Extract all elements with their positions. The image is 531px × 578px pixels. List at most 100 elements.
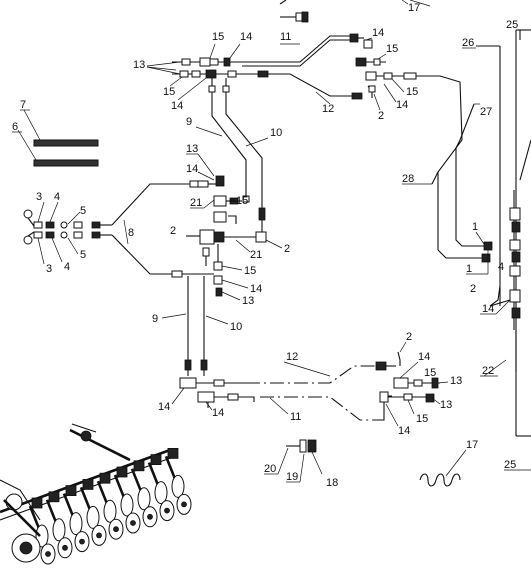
row-unit	[62, 485, 90, 553]
callout-17-top: 17	[408, 2, 420, 14]
row-unit-hopper	[65, 485, 77, 497]
callout-4-c: 4	[498, 261, 504, 273]
callout-19: 19	[286, 471, 298, 483]
callout-13-e: 13	[440, 399, 452, 411]
callout-14-k: 14	[482, 303, 494, 315]
callout-15-e: 15	[236, 195, 248, 207]
callout-14-d: 14	[396, 99, 408, 111]
hoses-27-28	[431, 103, 493, 274]
row-unit-disc	[120, 493, 134, 517]
callout-21-b: 21	[250, 249, 262, 261]
callout-17-spring: 17	[466, 439, 478, 451]
callout-7: 7	[20, 99, 26, 111]
callout-14-i: 14	[418, 351, 430, 363]
row-unit	[113, 466, 141, 534]
callout-9-a: 9	[186, 116, 192, 128]
upper-left-manifold	[172, 35, 352, 100]
row-unit-hopper	[48, 491, 60, 503]
row-unit-disc	[154, 481, 168, 505]
row-unit-hopper	[167, 447, 179, 459]
row-unit-hub	[45, 551, 51, 557]
callout-13-b: 13	[186, 143, 198, 155]
row-unit	[79, 478, 107, 546]
row-unit-hub	[79, 538, 85, 545]
row-unit	[147, 454, 175, 522]
callout-14-a: 14	[171, 100, 183, 112]
lower-manifold	[179, 365, 378, 421]
callout-2-a: 2	[378, 110, 384, 122]
row-units	[28, 447, 192, 565]
row-unit	[96, 472, 124, 540]
top-fitting-assembly	[279, 0, 431, 23]
callout-20: 20	[264, 463, 276, 475]
callout-14-g: 14	[158, 401, 170, 413]
hoses-9-10	[184, 100, 266, 376]
callout-25-top: 25	[506, 19, 518, 31]
callout-18: 18	[326, 477, 338, 489]
callout-4-a: 4	[54, 191, 60, 203]
row-unit-hopper	[150, 454, 162, 466]
hardware-18-19-20	[286, 439, 323, 475]
callout-15-h: 15	[416, 413, 428, 425]
center-valve-block	[186, 175, 267, 297]
row-unit-hub	[62, 544, 68, 551]
callout-22: 22	[482, 365, 494, 377]
row-unit-disc	[171, 474, 185, 498]
row-unit-hub	[96, 532, 102, 539]
row-unit-hub	[113, 526, 119, 533]
callout-14-c: 14	[372, 27, 384, 39]
callout-14-h: 14	[212, 407, 224, 419]
row-unit-disc	[86, 505, 100, 529]
row-unit-hub	[130, 520, 136, 526]
callout-21-a: 21	[190, 197, 202, 209]
callout-13-d: 13	[450, 375, 462, 387]
row-unit-disc	[103, 499, 117, 523]
callout-1-a: 1	[472, 221, 478, 233]
callout-6: 6	[12, 121, 18, 133]
callout-8: 8	[128, 227, 134, 239]
callout-2-b: 2	[170, 225, 176, 237]
row-unit-hopper	[31, 497, 43, 509]
callout-25-bottom: 25	[504, 459, 516, 471]
lower-right-fittings	[375, 351, 440, 421]
callout-26: 26	[462, 37, 474, 49]
callout-14-f: 14	[250, 283, 262, 295]
row-unit-hopper	[116, 466, 128, 478]
callout-labels: 17 13 15 14 15 14 11 12 14 15 15 14 2 26…	[12, 0, 518, 489]
callout-15-f: 15	[244, 265, 256, 277]
callout-12-b: 12	[286, 351, 298, 363]
callout-2-d: 2	[406, 331, 412, 343]
callout-15-d: 15	[406, 86, 418, 98]
callout-15-a: 15	[163, 86, 175, 98]
row-unit-hub	[164, 507, 170, 514]
callout-13-a: 13	[133, 59, 145, 71]
callout-4-b: 4	[64, 261, 70, 273]
callout-15-c: 15	[386, 43, 398, 55]
row-unit-disc	[137, 487, 151, 511]
left-quick-couplers	[23, 209, 112, 245]
row-unit	[45, 491, 73, 559]
row-unit-hopper	[133, 460, 145, 472]
callout-15-b: 15	[212, 31, 224, 43]
callout-15-g: 15	[424, 367, 436, 379]
row-unit-disc	[69, 512, 83, 536]
row-unit-hub	[181, 501, 187, 508]
callout-11-a: 11	[280, 31, 291, 43]
row-unit-hub	[147, 513, 153, 520]
callout-11-b: 11	[290, 411, 301, 423]
legend-hose-bars	[17, 109, 99, 167]
callout-28: 28	[402, 173, 414, 185]
upper-right-fittings	[349, 33, 463, 250]
callout-3-a: 3	[36, 191, 42, 203]
callout-14-b: 14	[240, 31, 252, 43]
callout-2-e: 2	[470, 283, 476, 295]
row-unit-hopper	[99, 472, 111, 484]
callout-10-a: 10	[270, 127, 282, 139]
row-unit	[130, 460, 158, 528]
callout-13-c: 13	[242, 295, 254, 307]
callout-14-j: 14	[398, 425, 410, 437]
hose-22	[483, 330, 517, 377]
coil-spring-17	[419, 449, 467, 487]
row-unit-disc	[52, 518, 66, 542]
